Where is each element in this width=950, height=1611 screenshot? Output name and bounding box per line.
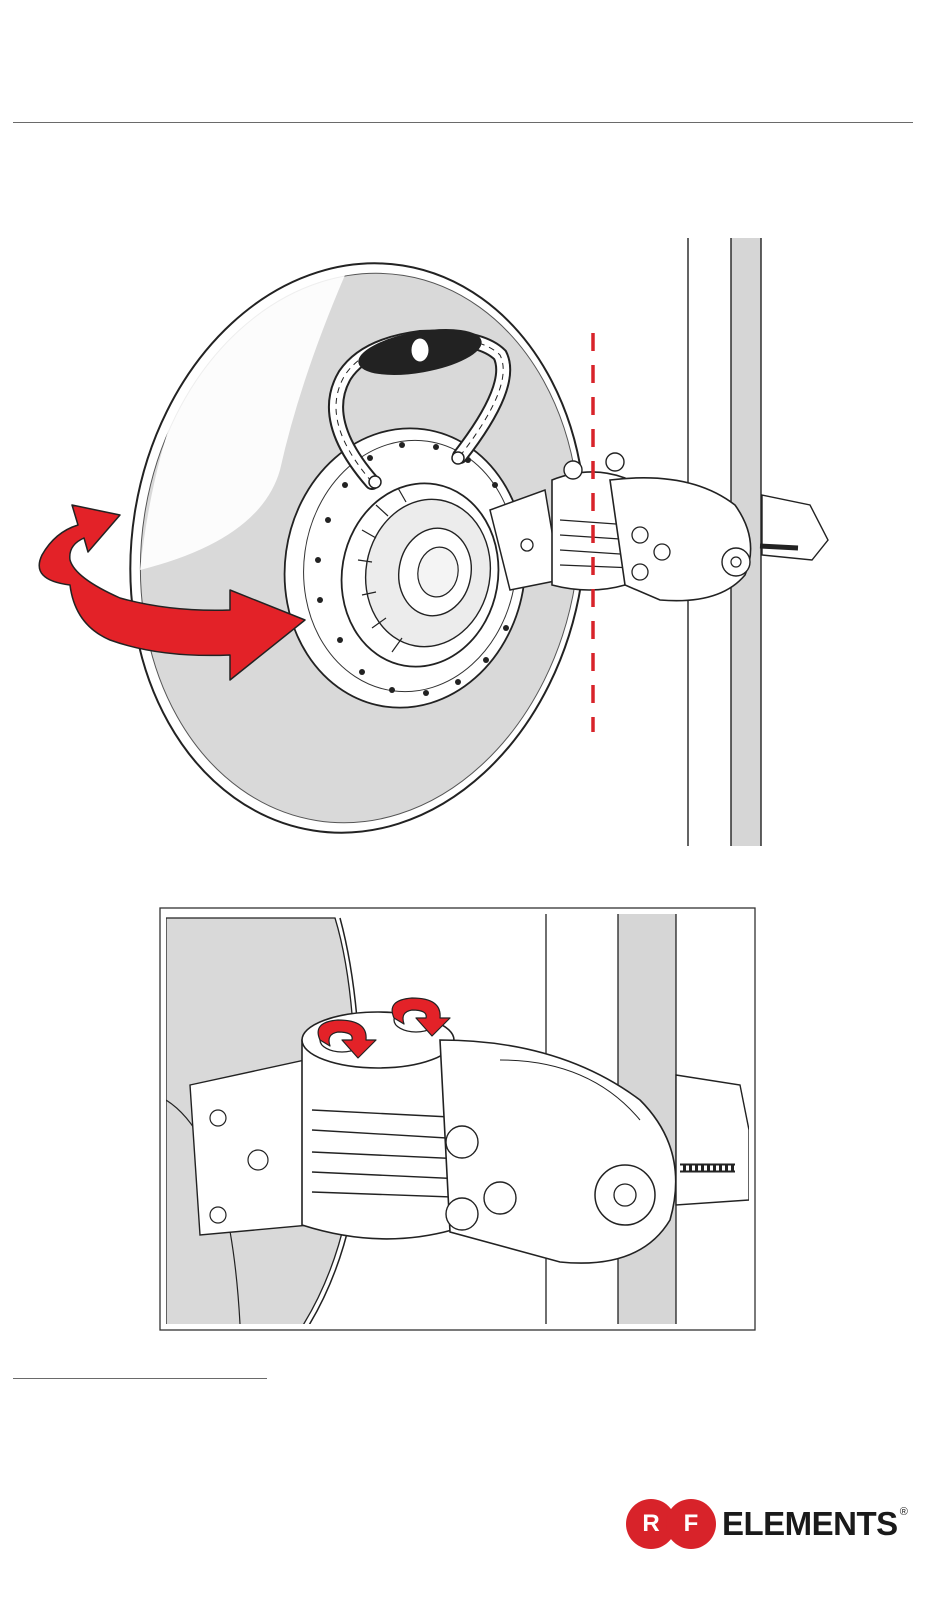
registered-mark: ®: [900, 1506, 908, 1518]
rf-elements-logo: R F ELEMENTS ®: [626, 1496, 908, 1552]
detail-figure: [160, 908, 755, 1330]
logo-wordmark: ELEMENTS: [722, 1499, 898, 1549]
main-figure: [39, 230, 828, 866]
logo-letter-f: F: [666, 1499, 716, 1549]
logo-badge: R F: [626, 1499, 716, 1549]
footer-rule: [13, 1378, 267, 1379]
